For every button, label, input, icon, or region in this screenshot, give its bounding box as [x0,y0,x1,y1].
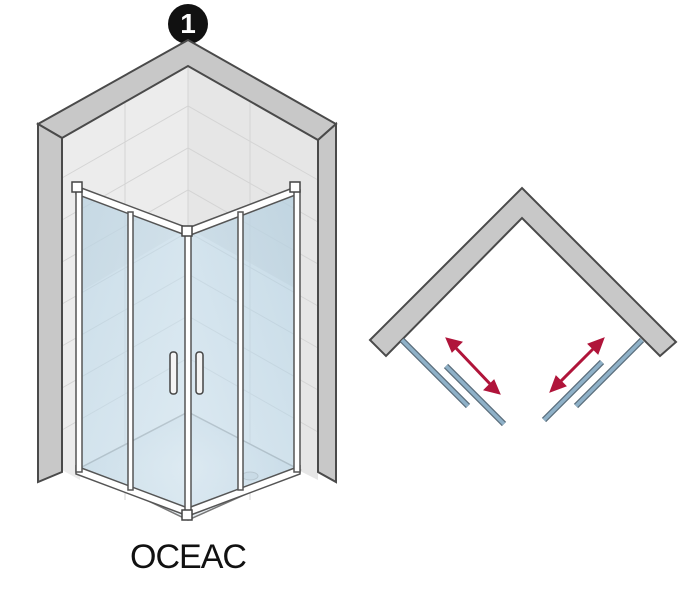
slide-arrow-right [549,337,605,393]
glass-panel-left [80,190,188,512]
corner-cap [181,225,193,237]
slide-arrow-left [445,337,501,395]
back-wall-right [188,66,318,480]
door-edge-right [237,211,244,491]
corner-cap-bottom [181,509,193,521]
model-caption: OCEAC [130,538,247,576]
wall-cap-right [289,181,301,193]
handle-right [195,351,204,395]
door-handles [169,351,204,395]
plan-wall [368,186,678,358]
wall-cap-left [71,181,83,193]
post-corner [184,231,192,515]
enclosure-3d-view [35,38,338,521]
back-wall-left [62,66,188,480]
wall-left-slab [37,122,63,484]
post-left [75,189,83,473]
wall-right-slab [317,121,337,484]
handle-left [169,351,178,395]
door-edge-left [127,211,134,491]
post-right [293,189,301,473]
plan-view [368,186,678,427]
step-number: 1 [180,8,196,39]
step-number-badge: 1 [168,4,208,44]
